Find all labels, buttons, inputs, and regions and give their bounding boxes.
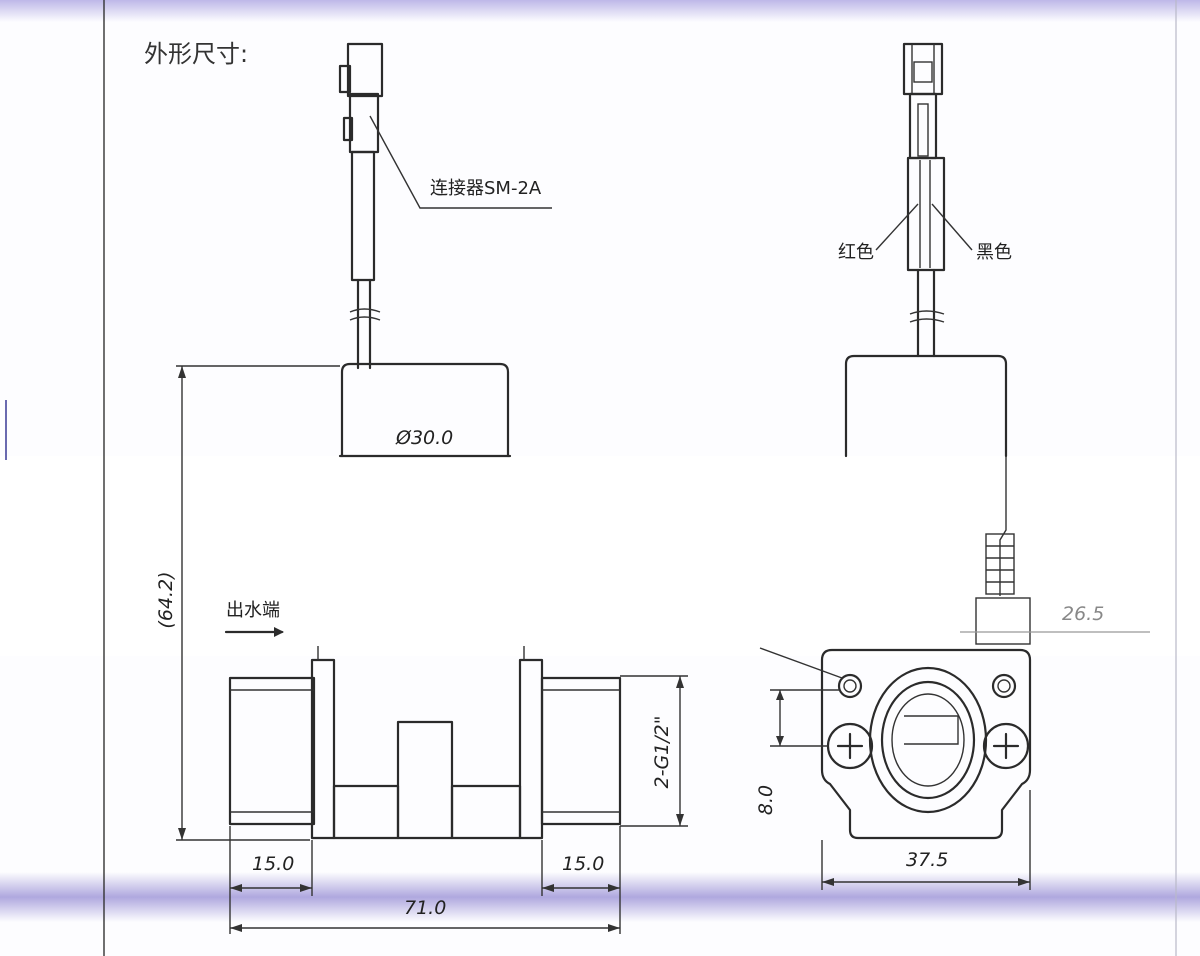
black-wire-label: 黑色 — [976, 242, 1012, 263]
outlet-label: 出水端 — [226, 600, 280, 621]
thread-dimension-lines — [620, 675, 688, 827]
height-dimension-lines — [176, 365, 340, 841]
flange-dimension-lines — [759, 647, 1031, 890]
hole-offset-dimension: 8.0 — [755, 785, 777, 815]
length-dimension-lines — [229, 826, 621, 934]
left-housing — [338, 362, 512, 458]
outlet-arrow — [224, 627, 284, 637]
diameter-dimension: Ø30.0 — [395, 427, 453, 449]
flange-front-view — [820, 648, 1032, 840]
total-length: 71.0 — [404, 897, 446, 919]
partial-dimension: 26.5 — [1062, 603, 1104, 625]
right-connector-assembly — [875, 42, 973, 358]
flange-width-dimension: 37.5 — [906, 849, 948, 871]
connector-label: 连接器SM-2A — [430, 178, 542, 199]
left-thread-length: 15.0 — [252, 853, 294, 875]
right-thread-length: 15.0 — [562, 853, 604, 875]
red-wire-label: 红色 — [838, 242, 874, 263]
height-dimension: (64.2) — [155, 571, 177, 628]
left-connector-assembly — [338, 42, 552, 370]
flow-body-side-view — [228, 646, 622, 840]
thread-dimension: 2-G1/2" — [651, 716, 673, 789]
right-housing — [844, 354, 1150, 645]
page-title: 外形尺寸: — [144, 40, 248, 68]
